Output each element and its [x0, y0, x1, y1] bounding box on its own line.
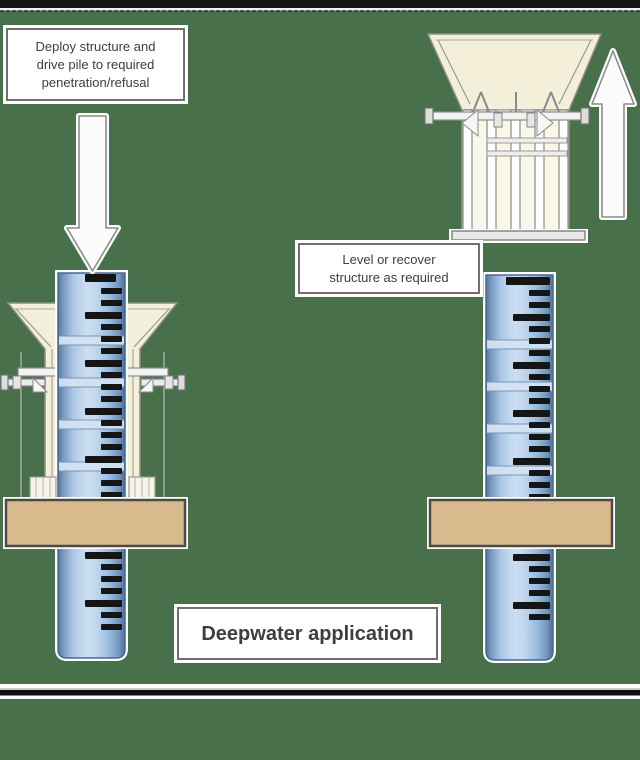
level-recover-callout: Level or recover structure as required [295, 240, 483, 297]
top-border-bar [0, 0, 640, 12]
up-arrow-icon [589, 48, 637, 220]
pile-joints-left [59, 335, 124, 472]
penetration-marks-left [85, 288, 122, 630]
deploy-callout: Deploy structure and drive pile to requi… [3, 25, 188, 104]
caption-text: Deepwater application [201, 622, 414, 645]
level-callout-line: Level or recover [342, 251, 436, 267]
pile-left [55, 270, 128, 661]
structure-base-plate [449, 229, 588, 243]
pile-joints-right [487, 339, 552, 476]
diagram-caption: Deepwater application [174, 604, 441, 663]
pile-right [483, 272, 556, 663]
deploy-callout-line: drive pile to required [36, 56, 155, 72]
bottom-border-bar [0, 684, 640, 699]
pile-guide-structure-recovered [424, 33, 603, 243]
down-arrow-icon [64, 113, 121, 274]
hydraulic-clamp-recovered [424, 107, 590, 138]
seabed-block-left [3, 497, 188, 549]
pile-top-mark-right [506, 277, 550, 285]
deploy-callout-line: Deploy structure and [35, 38, 156, 54]
level-callout-line: structure as required [329, 269, 449, 285]
leg-sleeves-left [29, 476, 156, 501]
pile-top-mark-left [85, 274, 116, 282]
deploy-callout-line: penetration/refusal [41, 74, 150, 90]
seabed-block-right [427, 497, 615, 549]
structure-braces [472, 91, 560, 113]
